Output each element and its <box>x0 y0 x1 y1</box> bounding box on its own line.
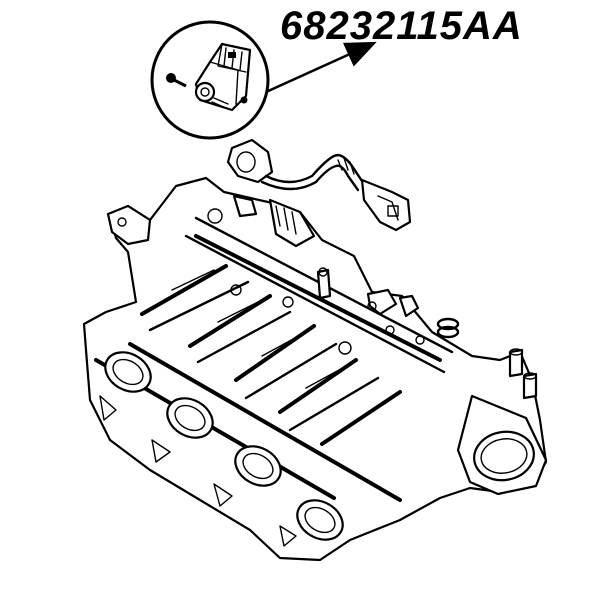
intake-ports <box>104 351 344 541</box>
callout-circle <box>150 20 270 140</box>
part-number-label: 68232115AA <box>280 4 523 48</box>
leader-arrow <box>265 41 377 94</box>
screw-icon <box>166 73 187 88</box>
throttle-body-flange <box>456 394 548 496</box>
harness-connector <box>226 138 412 232</box>
intake-manifold <box>82 176 548 562</box>
o-ring-icon <box>436 317 460 339</box>
sensor-icon <box>194 42 252 112</box>
